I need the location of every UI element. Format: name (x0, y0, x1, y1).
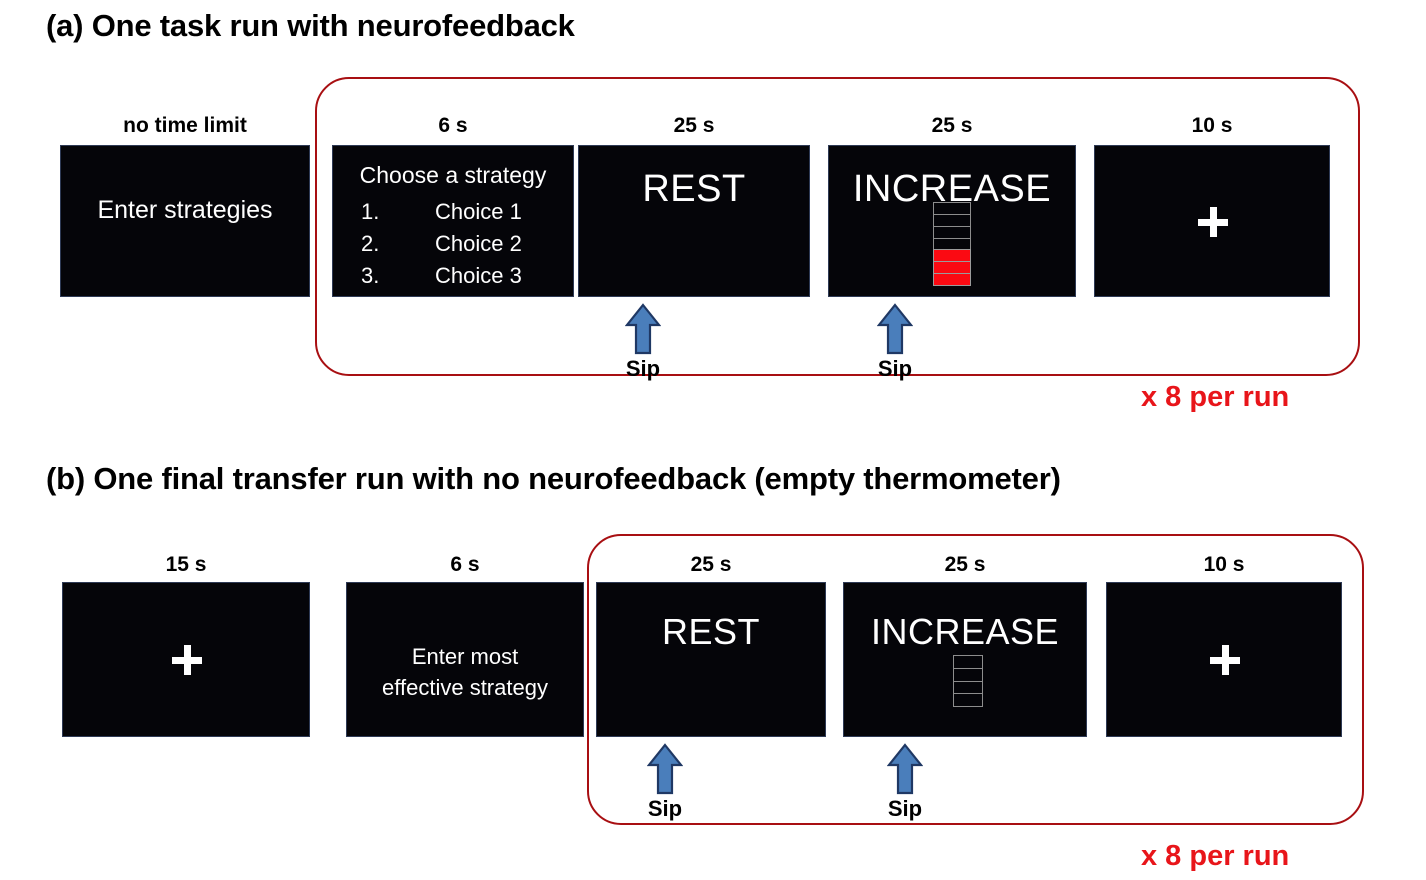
thermometer-segment (933, 213, 971, 226)
thermometer-segment (953, 693, 983, 707)
screen-text-line1: Enter most (411, 644, 519, 669)
strategy-heading: Choose a strategy (359, 162, 547, 188)
list-item: 1. Choice 1 (357, 196, 563, 228)
thermometer-segment-filled (933, 261, 971, 274)
list-item: 2. Choice 2 (357, 228, 563, 260)
list-item: 3. Choice 3 (357, 260, 563, 292)
choice-label: Choice 2 (435, 231, 522, 256)
choice-label: Choice 3 (435, 263, 522, 288)
thermometer-segment-filled (933, 273, 971, 287)
choice-label: Choice 1 (435, 199, 522, 224)
screen-text-block: Enter most effective strategy (347, 641, 583, 703)
duration-label-a4: 25 s (931, 114, 973, 137)
sip-marker-a3: Sip (610, 303, 676, 382)
up-arrow-icon (887, 743, 923, 795)
panel-b-title: (b) One final transfer run with no neuro… (46, 461, 1061, 496)
duration-label-a1: no time limit (123, 114, 247, 137)
choice-number: 1. (361, 199, 380, 224)
thermometer-segment (953, 667, 983, 681)
thermometer-segment (953, 655, 983, 668)
duration-label-a5: 10 s (1191, 114, 1233, 137)
thermometer-feedback-bar (933, 202, 971, 287)
duration-label-a3: 25 s (673, 114, 715, 137)
duration-label-b3: 25 s (690, 553, 732, 576)
screen-text: Enter strategies (97, 196, 273, 224)
fixation-cross-icon (172, 645, 202, 675)
sip-label: Sip (877, 356, 913, 381)
choice-number: 2. (361, 231, 380, 256)
screen-b1-fixation (62, 582, 310, 737)
up-arrow-icon (647, 743, 683, 795)
panel-a-title: (a) One task run with neurofeedback (46, 8, 575, 43)
screen-text-line2: effective strategy (382, 675, 548, 700)
screen-b3-rest: REST (596, 582, 826, 737)
duration-label-b5: 10 s (1203, 553, 1245, 576)
choice-number: 3. (361, 263, 380, 288)
screen-text: REST (642, 168, 746, 210)
screen-text: INCREASE (852, 168, 1052, 210)
duration-label-b1: 15 s (165, 553, 207, 576)
loop-box-b (587, 534, 1364, 825)
sip-marker-b4: Sip (872, 743, 938, 822)
sip-marker-a4: Sip (862, 303, 928, 382)
repeat-count-a: x 8 per run (1141, 381, 1290, 413)
screen-a5-fixation (1094, 145, 1330, 297)
sip-marker-b3: Sip (632, 743, 698, 822)
screen-a1-enter-strategies: Enter strategies (60, 145, 310, 297)
screen-a2-choose-strategy: Choose a strategy 1. Choice 1 2. Choice … (332, 145, 574, 297)
duration-label-b2: 6 s (450, 553, 480, 576)
screen-a4-increase: INCREASE (828, 145, 1076, 297)
screen-text: INCREASE (870, 611, 1060, 652)
strategy-choice-list: 1. Choice 1 2. Choice 2 3. Choice 3 (357, 196, 563, 292)
thermometer-segment-filled (933, 249, 971, 262)
fixation-cross-icon (1198, 207, 1228, 237)
thermometer-segment (933, 225, 971, 238)
sip-label: Sip (887, 796, 923, 821)
screen-text: REST (661, 611, 760, 652)
duration-label-a2: 6 s (438, 114, 468, 137)
screen-b4-increase: INCREASE (843, 582, 1087, 737)
thermometer-segment (933, 237, 971, 250)
thermometer-segment (953, 680, 983, 694)
up-arrow-icon (877, 303, 913, 355)
screen-b2-enter-most-effective-strategy: Enter most effective strategy (346, 582, 584, 737)
thermometer-empty-bar (953, 655, 983, 707)
thermometer-segment (933, 202, 971, 214)
fixation-cross-icon (1210, 645, 1240, 675)
duration-label-b4: 25 s (944, 553, 986, 576)
screen-b5-fixation (1106, 582, 1342, 737)
sip-label: Sip (625, 356, 661, 381)
loop-box-a (315, 77, 1360, 376)
up-arrow-icon (625, 303, 661, 355)
sip-label: Sip (647, 796, 683, 821)
screen-a3-rest: REST (578, 145, 810, 297)
repeat-count-b: x 8 per run (1141, 840, 1290, 872)
